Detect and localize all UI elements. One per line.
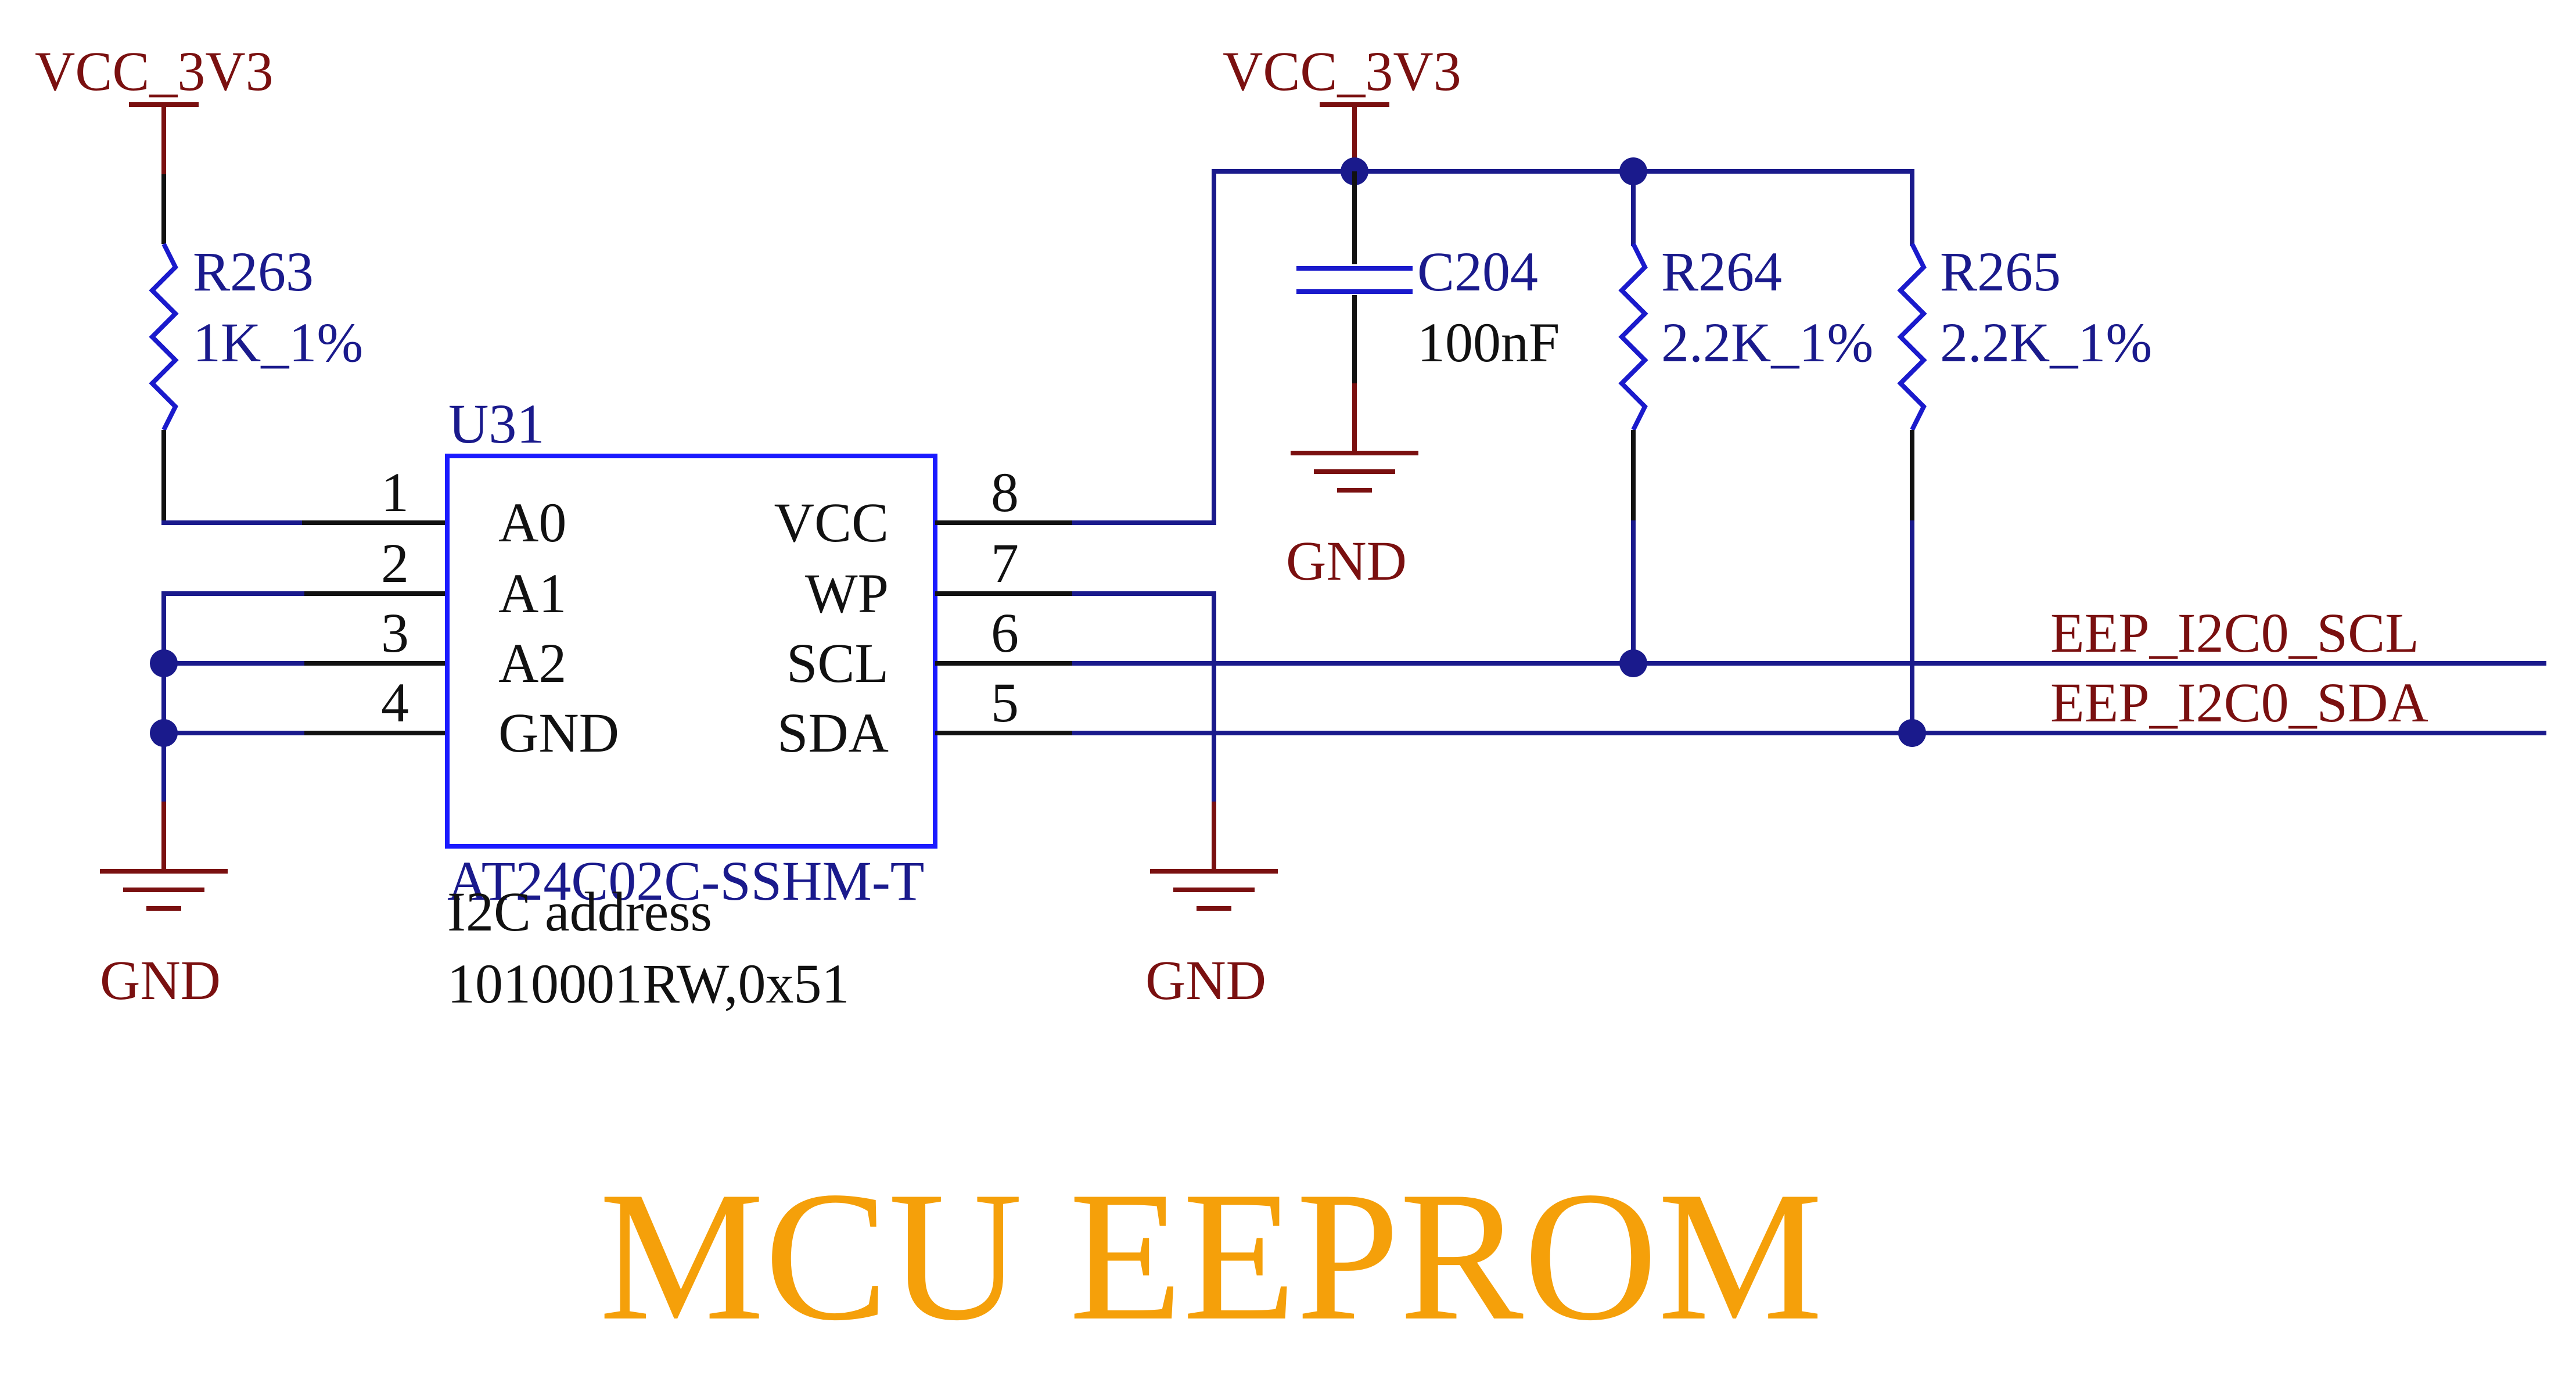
u31-pin-name-vcc: VCC	[774, 491, 889, 554]
resistor-r263	[149, 174, 179, 523]
r265-value: 2.2K_1%	[1940, 311, 2152, 373]
wire-vcc-pin8	[1072, 169, 1216, 525]
r264-ref: R264	[1661, 240, 1782, 303]
u31-pin-num-1: 1	[381, 461, 409, 523]
power-symbol-vcc-left	[129, 102, 199, 174]
ground-symbol-left	[100, 802, 228, 911]
u31-pin-num-6: 6	[991, 602, 1019, 664]
u31-note-line1: I2C address	[447, 881, 712, 943]
u31-left-pin-stubs	[302, 520, 447, 735]
c204-ref: C204	[1417, 240, 1538, 303]
u31-pin-num-2: 2	[381, 532, 409, 594]
c204-value: 100nF	[1417, 311, 1560, 373]
ground-symbol-mid	[1150, 802, 1278, 911]
net-label-gnd-cap: GND	[1286, 530, 1407, 592]
u31-part: AT24C02C-SSHM-T	[447, 850, 924, 912]
u31-ref: U31	[448, 393, 544, 455]
r263-value: 1K_1%	[193, 311, 363, 373]
u31-pin-name-a2: A2	[498, 632, 566, 694]
u31-pin-num-8: 8	[991, 461, 1019, 523]
r263-ref: R263	[193, 240, 314, 303]
net-label-sda: EEP_I2C0_SDA	[2050, 671, 2428, 734]
u31-pin-num-7: 7	[991, 532, 1019, 594]
r265-ref: R265	[1940, 240, 2061, 303]
net-label-vcc-left: VCC_3V3	[35, 40, 274, 102]
u31-right-pin-stubs	[935, 520, 1075, 735]
junction-scl-pullup	[1619, 649, 1647, 677]
diagram-title: MCU EEPROM	[599, 1154, 1823, 1359]
ground-symbol-cap	[1291, 451, 1418, 493]
net-label-scl: EEP_I2C0_SCL	[2050, 602, 2419, 664]
u31-pin-name-wp: WP	[805, 562, 889, 624]
net-label-gnd-mid: GND	[1145, 949, 1266, 1011]
u31-pin-name-a1: A1	[498, 562, 566, 624]
net-label-gnd-left: GND	[100, 949, 221, 1011]
u31-pin-num-3: 3	[381, 602, 409, 664]
wire-left-ground-bus	[161, 591, 304, 804]
junction-sda-pullup	[1898, 719, 1926, 747]
u31-pin-name-scl: SCL	[786, 632, 889, 694]
u31-pin-num-4: 4	[381, 671, 409, 734]
capacitor-c204	[1296, 171, 1413, 453]
junction-gnd-left	[150, 719, 178, 747]
wire-wp-pin7	[1072, 591, 1216, 804]
ic-u31-body	[445, 454, 937, 849]
resistor-r264	[1618, 169, 1648, 666]
net-label-vcc-right: VCC_3V3	[1223, 40, 1461, 102]
u31-pin-name-sda: SDA	[777, 702, 889, 764]
u31-note-line2: 1010001RW,0x51	[447, 953, 850, 1015]
junction-a2	[150, 649, 178, 677]
resistor-r265	[1897, 169, 1927, 735]
u31-pin-num-5: 5	[991, 671, 1019, 734]
r264-value: 2.2K_1%	[1661, 311, 1873, 373]
u31-pin-name-gnd: GND	[498, 702, 619, 764]
u31-pin-name-a0: A0	[498, 491, 566, 554]
